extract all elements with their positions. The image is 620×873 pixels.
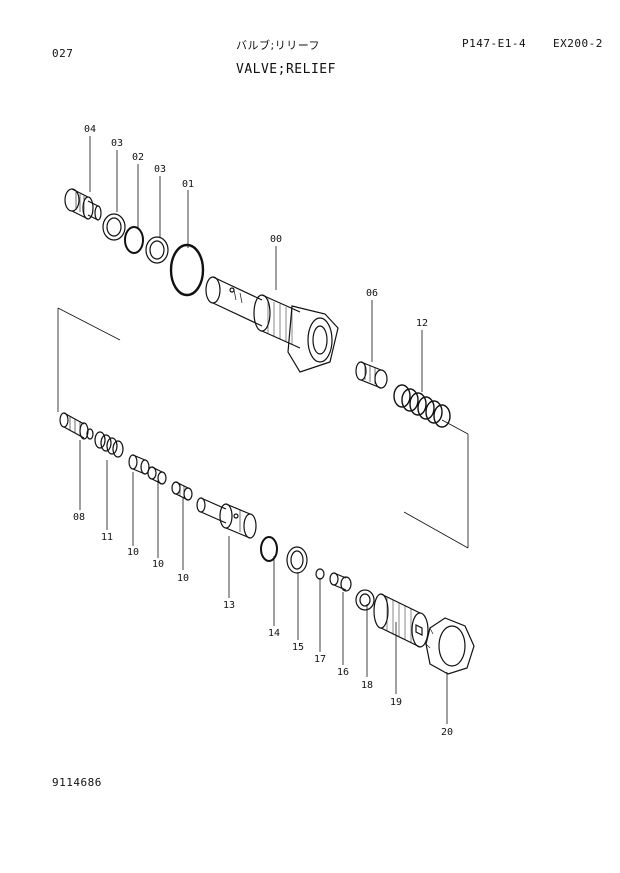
part-10-shim-3 [171,481,193,501]
part-15-backup-ring [286,546,308,574]
label-part-01: 01 [182,179,194,190]
part-17-ring [315,568,325,580]
label-part-10-c: 10 [177,573,189,584]
part-18-ring [355,589,375,611]
catalog-reference: P147-E1-4 [462,37,527,50]
part-04-plug [64,188,102,221]
page-number: 027 [52,47,74,60]
part-12-spring [393,384,451,428]
part-20-lock-nut [425,617,475,675]
label-part-11: 11 [101,532,113,543]
label-part-17: 17 [314,654,326,665]
label-part-14: 14 [268,628,280,639]
part-10-shim-2 [147,466,167,485]
label-part-00: 00 [270,234,282,245]
label-part-08: 08 [73,512,85,523]
model-number: EX200-2 [553,37,603,50]
part-06-plug [355,361,388,389]
part-19-adjusting-screw [373,593,429,648]
label-part-15: 15 [292,642,304,653]
label-part-02: 02 [132,152,144,163]
label-part-20: 20 [441,727,453,738]
assembly-lines [57,307,469,549]
label-part-12: 12 [416,318,428,329]
label-part-03-b: 03 [154,164,166,175]
label-part-04: 04 [84,124,96,135]
title-japanese: バルブ;リリーフ [236,39,321,52]
label-part-10-b: 10 [152,559,164,570]
document-number: 9114686 [52,776,102,789]
label-part-16: 16 [337,667,349,678]
label-part-06: 06 [366,288,378,299]
leader-lines [79,136,448,724]
part-16-plunger [329,572,352,592]
part-13-piston [196,497,257,539]
part-08-poppet [59,412,94,440]
part-10-shim-1 [128,454,150,475]
label-part-19: 19 [390,697,402,708]
label-part-13: 13 [223,600,235,611]
part-00-valve-body [205,276,339,373]
part-14-o-ring [260,536,278,562]
part-11-spring [94,431,124,458]
page-title: VALVE;RELIEF [236,62,336,77]
part-03-backup-ring [102,213,126,241]
label-part-03: 03 [111,138,123,149]
part-02-o-ring [124,226,144,254]
part-03-backup-ring-2 [145,236,169,264]
label-part-18: 18 [361,680,373,691]
label-part-10-a: 10 [127,547,139,558]
part-labels: 04 03 02 03 01 00 06 12 08 11 10 10 10 1… [73,124,453,738]
part-01-large-o-ring [169,243,205,297]
